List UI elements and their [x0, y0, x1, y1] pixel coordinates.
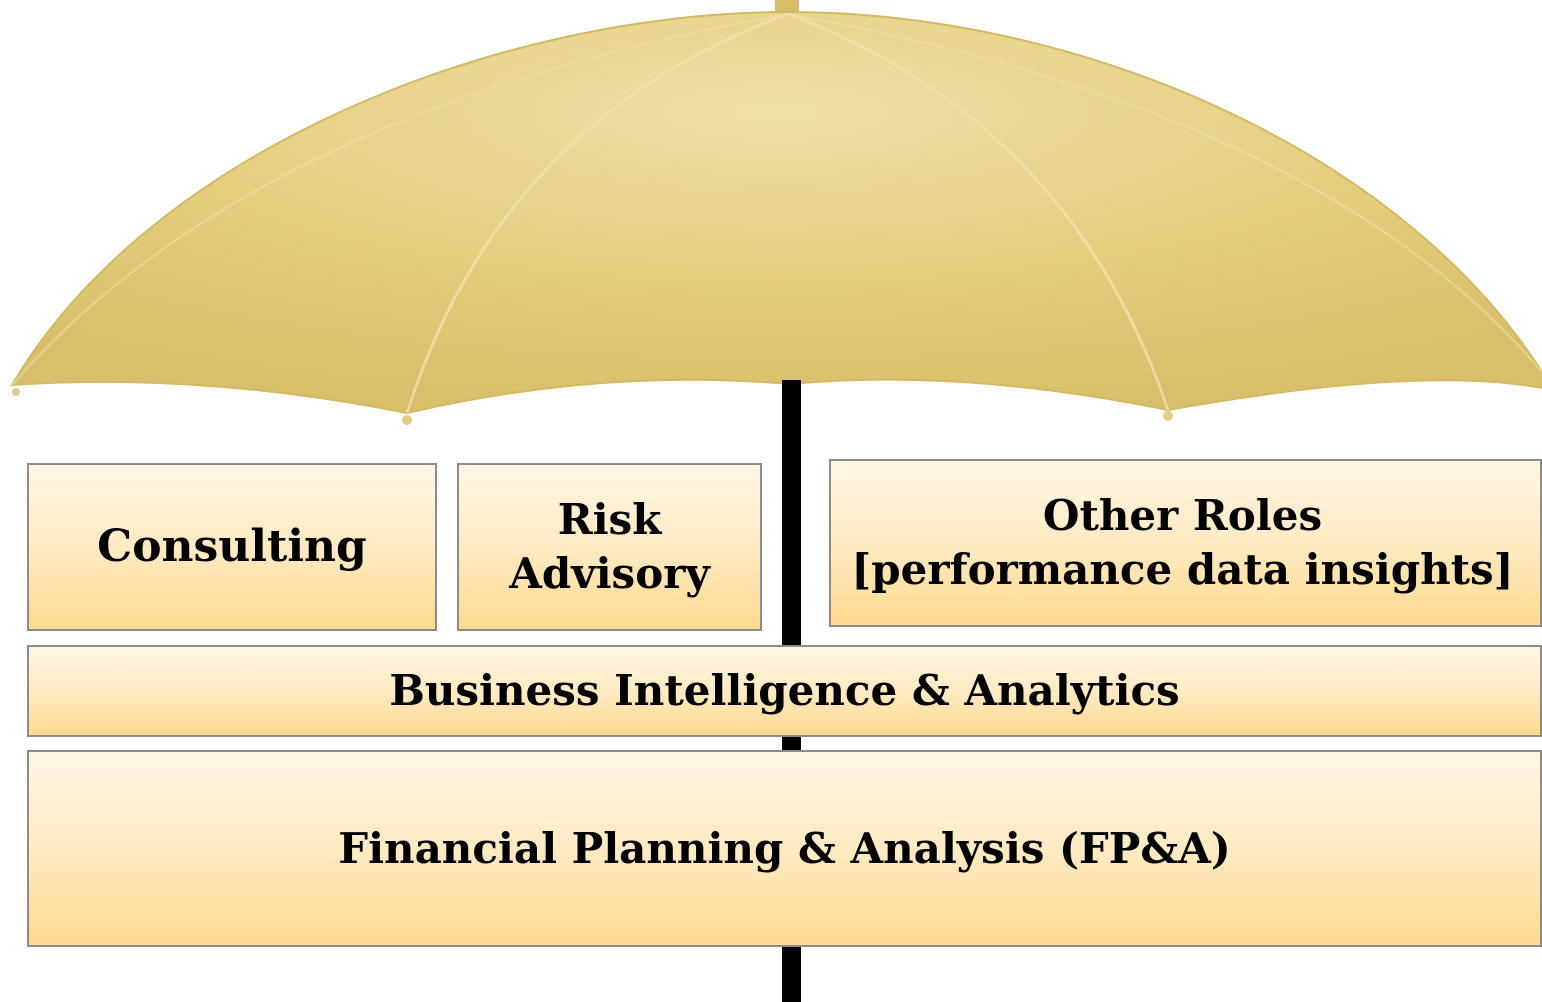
consulting-label: Consulting: [97, 520, 367, 572]
umbrella-rib: [405, 12, 789, 414]
umbrella-rib: [787, 12, 1170, 411]
umbrella-rib-tip: [12, 388, 20, 396]
fpa-label: Financial Planning & Analysis (FP&A): [338, 823, 1231, 873]
umbrella-rib-tip: [1163, 411, 1173, 421]
risk-advisory-label-line1: Risk: [557, 495, 662, 545]
fpa-box: Financial Planning & Analysis (FP&A): [27, 750, 1542, 947]
umbrella-canopy: [10, 10, 1542, 415]
business-intelligence-label: Business Intelligence & Analytics: [389, 666, 1180, 716]
umbrella-rib: [11, 13, 789, 386]
umbrella-rib: [787, 13, 1542, 373]
other-roles-label-line1: Other Roles: [1042, 491, 1323, 541]
consulting-box: Consulting: [27, 463, 437, 631]
other-roles-box: Other Roles [performance data insights]: [829, 459, 1542, 627]
other-roles-label-line2: [performance data insights]: [851, 545, 1514, 594]
risk-advisory-box: Risk Advisory: [457, 463, 762, 631]
business-intelligence-box: Business Intelligence & Analytics: [27, 645, 1542, 737]
risk-advisory-label-line2: Advisory: [509, 549, 710, 598]
umbrella-rib-tip: [402, 415, 412, 425]
